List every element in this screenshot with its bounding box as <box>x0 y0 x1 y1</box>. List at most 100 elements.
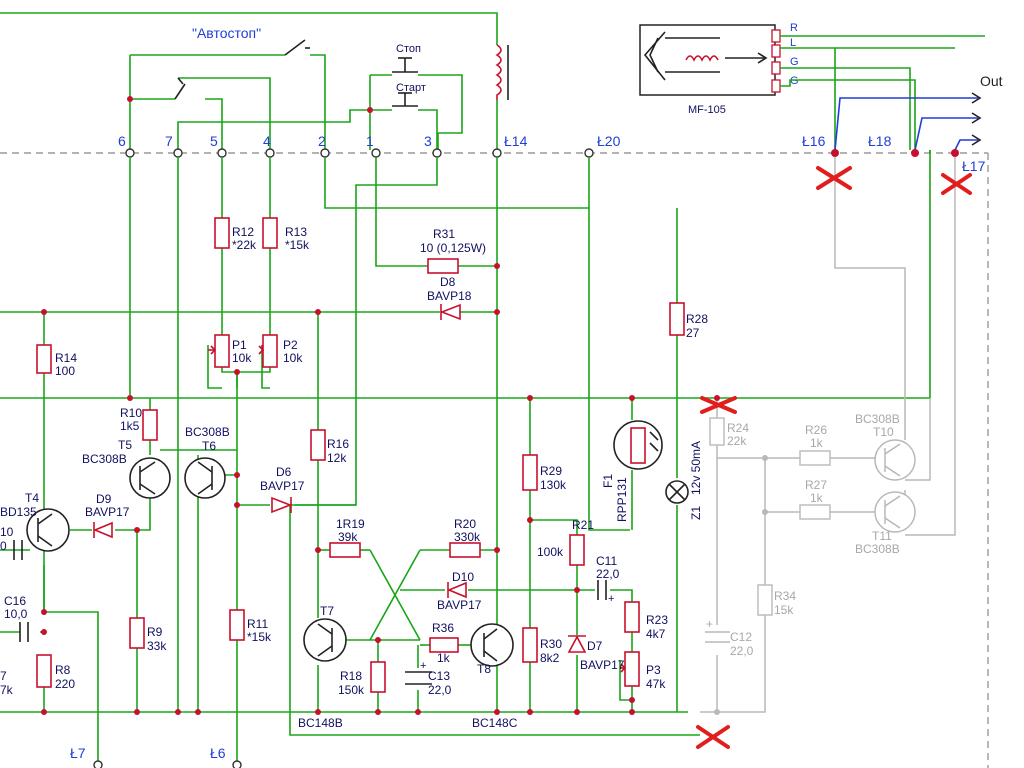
label-t10-val: BC308B <box>855 412 900 426</box>
label-t8-ref: T8 <box>477 662 491 676</box>
label-r18-ref: R18 <box>340 669 362 683</box>
label-r30-val: 8k2 <box>540 651 560 665</box>
resistor-r28 <box>669 302 685 336</box>
label-d8-ref: D8 <box>440 275 456 289</box>
label-r8-ref: R8 <box>55 663 71 677</box>
label-r9-val: 33k <box>147 639 167 653</box>
label-r31-ref: R31 <box>433 227 455 241</box>
label-t4-val: BD135 <box>0 505 37 519</box>
label-r29-val: 130k <box>540 478 567 492</box>
start-switch <box>392 92 418 107</box>
transistor-t5 <box>129 457 171 499</box>
label-r9-ref: R9 <box>147 625 163 639</box>
label-t8-val: BC148C <box>472 716 518 730</box>
capacitor-c13: + <box>405 660 432 685</box>
stop-label: Стоп <box>396 43 421 55</box>
stop-switch <box>392 57 418 73</box>
label-c16-val: 10,0 <box>4 607 28 621</box>
component-labels: R31 10 (0,125W) D8 BAVP18 R12 *22k R13 *… <box>0 225 900 730</box>
label-d6-val: BAVP17 <box>260 479 305 493</box>
label-p3-val: 47k <box>646 677 666 691</box>
main-wires <box>0 150 931 768</box>
label-r12-val: *22k <box>232 238 257 252</box>
label-d8-val: BAVP18 <box>427 289 472 303</box>
label-r21-ref: R21 <box>572 518 594 532</box>
label-d10-ref: D10 <box>452 570 474 584</box>
connector-pin-row <box>125 148 959 158</box>
junctions <box>41 96 768 715</box>
label-r14-ref: R14 <box>55 351 77 365</box>
resistor-r9 <box>129 617 145 649</box>
bottom-pin-l7 <box>93 760 103 768</box>
label-c12-ref: C12 <box>730 630 752 644</box>
transistor-t7 <box>303 618 347 662</box>
label-p1-ref: P1 <box>232 338 247 352</box>
cut-marks <box>696 166 972 749</box>
label-d10-val: BAVP17 <box>437 598 482 612</box>
label-c11-val: 22,0 <box>596 567 620 581</box>
pin-l16: Ł16 <box>802 133 826 149</box>
label-r34-val: 15k <box>774 603 794 617</box>
resistor-r36 <box>429 637 459 653</box>
label-t11-val: BC308B <box>855 542 900 556</box>
transistor-t10 <box>874 439 916 481</box>
label-r20-val: 330k <box>454 530 481 544</box>
label-r20-ref: R20 <box>454 517 476 531</box>
label-r11-val: *15k <box>247 630 272 644</box>
resistor-r30 <box>522 627 538 663</box>
pin-2: 2 <box>318 133 326 149</box>
label-r36-val: 1k <box>437 651 451 665</box>
resistor-r26 <box>799 450 831 466</box>
label-r36-ref: R36 <box>432 621 454 635</box>
autostop-label: "Автостоп" <box>192 25 261 41</box>
pin-l14: Ł14 <box>504 133 528 149</box>
label-r16-val: 12k <box>327 451 347 465</box>
capacitor-c12: + <box>705 617 730 643</box>
label-t5-ref: T5 <box>118 438 132 452</box>
resistor-r27 <box>799 504 831 520</box>
pin-7: 7 <box>165 133 173 149</box>
resistor-r31 <box>427 258 459 274</box>
label-r12-ref: R12 <box>232 225 254 239</box>
label-z1-val: 12v 50mA <box>689 441 703 495</box>
resistor-r24 <box>709 417 725 446</box>
resistor-r34 <box>757 584 773 616</box>
label-f1-val: RPP131 <box>615 477 629 522</box>
svg-text:+: + <box>706 617 713 631</box>
label-r7-ref: 7 <box>0 669 7 683</box>
autostop-switch <box>284 39 310 56</box>
head-pin-g1: G <box>790 56 799 68</box>
pin-l18: Ł18 <box>868 133 892 149</box>
label-t10-ref: T10 <box>873 425 894 439</box>
resistor-r21 <box>569 534 585 566</box>
resistor-r13 <box>262 217 278 249</box>
label-r10-ref: R10 <box>120 406 142 420</box>
pin-1: 1 <box>366 133 374 149</box>
label-r29-ref: R29 <box>540 464 562 478</box>
label-c10-ref: 10 <box>0 525 14 539</box>
label-r26-val: 1k <box>810 436 824 450</box>
resistor-r29 <box>522 454 538 491</box>
resistor-r8 <box>36 654 52 688</box>
diode-d7 <box>567 635 587 653</box>
pin-4: 4 <box>263 133 271 149</box>
label-c13-val: 22,0 <box>428 683 452 697</box>
label-r24-val: 22k <box>727 434 747 448</box>
label-r34-ref: R34 <box>774 589 796 603</box>
diode-d8 <box>439 303 461 321</box>
label-r30-ref: R30 <box>540 637 562 651</box>
label-r8-val: 220 <box>55 677 75 691</box>
label-t6-ref: T6 <box>202 439 216 453</box>
pin-6: 6 <box>118 133 126 149</box>
head-pin-l: L <box>790 37 796 49</box>
diode-d10 <box>446 581 467 599</box>
head-pin-g2: G <box>790 75 799 87</box>
label-d9-val: BAVP17 <box>85 505 130 519</box>
start-label: Старт <box>396 82 426 94</box>
bottom-pin-l6 <box>232 760 242 768</box>
resistor-r23 <box>624 601 640 633</box>
second-switch <box>174 77 186 100</box>
label-r28-val: 27 <box>686 326 700 340</box>
label-p1-val: 10k <box>232 351 252 365</box>
diode-d9 <box>92 521 113 539</box>
